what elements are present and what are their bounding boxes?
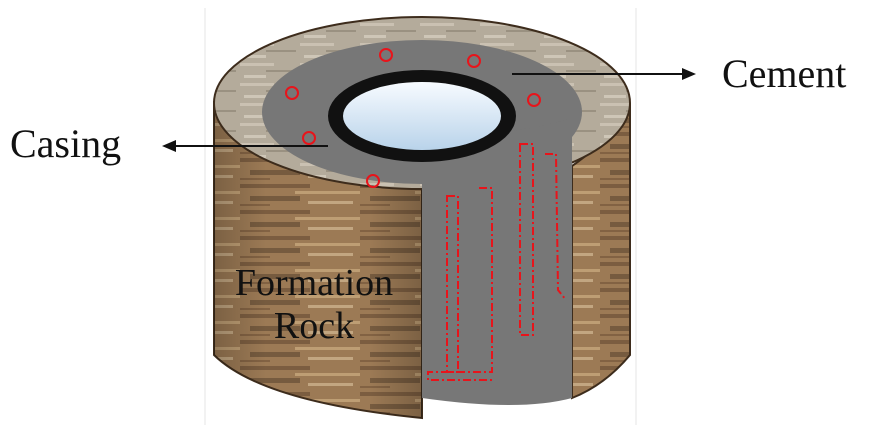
leader-arrow (162, 140, 176, 152)
cement-sheath-exposed (422, 118, 572, 405)
formation-label-line1: Formation (214, 262, 414, 305)
formation-rock-label: Formation Rock (214, 262, 414, 347)
formation-label-line2: Rock (214, 305, 414, 348)
bore-hole (343, 82, 501, 150)
casing-label: Casing (10, 124, 121, 164)
leader-arrow (682, 68, 696, 80)
cement-label: Cement (722, 54, 846, 94)
